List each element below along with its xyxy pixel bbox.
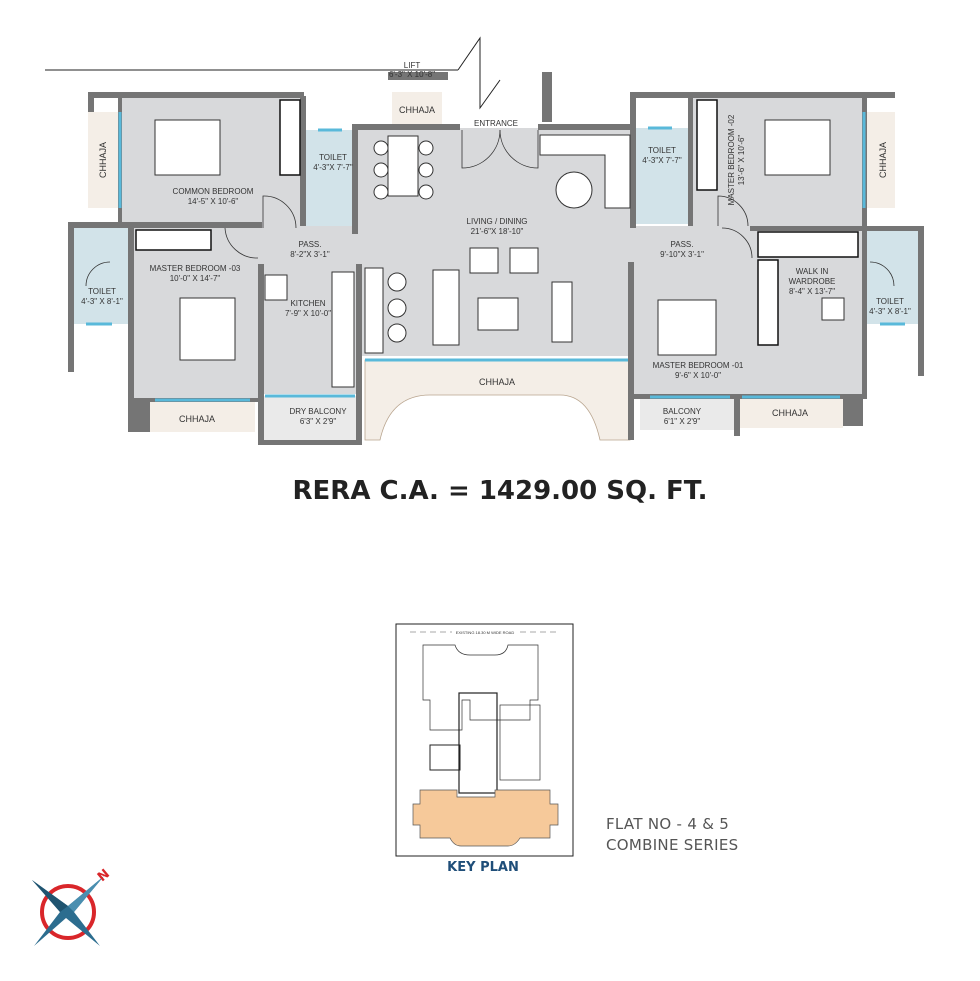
- lift-size: 6'-3" X 10'-8": [389, 70, 435, 79]
- entrance-label: ENTRANCE: [474, 119, 518, 128]
- counter: [539, 134, 631, 209]
- kitchen-label: KITCHEN: [290, 299, 325, 308]
- furniture: [135, 99, 859, 388]
- toilet-size: 4'-3"X 7'-7": [313, 163, 353, 172]
- round-table: [555, 171, 593, 209]
- walk-in-wardrobe-label: WALK IN: [796, 267, 829, 276]
- chhaja-left-label: CHHAJA: [98, 142, 108, 178]
- master-bedroom-03-label: MASTER BEDROOM -03: [150, 264, 241, 273]
- chhaja-label: CHHAJA: [399, 105, 435, 115]
- key-plan: EXISTING 18.30 M WIDE ROAD: [395, 623, 574, 857]
- flat-series: COMBINE SERIES: [606, 836, 739, 854]
- pass-right-size: 9'-10"X 3'-1": [660, 250, 704, 259]
- toilet-right-size: 4'-3" X 8'-1": [869, 307, 911, 316]
- toilet-right-top-size: 4'-3"X 7'-7": [642, 156, 682, 165]
- chhaja-lift: [392, 92, 442, 126]
- master-bedroom-02-size: 13'-6" X 10'-6": [737, 135, 746, 186]
- master-bedroom-02-label: MASTER BEDROOM -02: [727, 114, 736, 205]
- master-bedroom-01-size: 9'-6" X 10'-0": [675, 371, 721, 380]
- chhajas: CHHAJA CHHAJA CHHAJA CHHAJA CHHAJA: [88, 112, 895, 441]
- dry-balcony-label: DRY BALCONY: [289, 407, 347, 416]
- chhaja-bottom-left-label: CHHAJA: [179, 414, 215, 424]
- common-bedroom-label: COMMON BEDROOM: [173, 187, 254, 196]
- bed-common: [154, 119, 221, 176]
- pass-left-size: 8'-2"X 3'-1": [290, 250, 330, 259]
- common-bedroom-size: 14'-5" X 10'-6": [188, 197, 239, 206]
- walk-in-wardrobe-label-2: WARDROBE: [789, 277, 836, 286]
- wardrobe-master-02: [696, 99, 718, 191]
- flat-number: FLAT NO - 4 & 5: [606, 815, 730, 833]
- kitchen-size: 7'-9" X 10'-0": [285, 309, 331, 318]
- room-labels: COMMON BEDROOM 14'-5" X 10'-6" TOILET 4'…: [81, 114, 911, 426]
- toilet-left-label: TOILET: [88, 287, 116, 296]
- bed-master-03: [179, 297, 236, 361]
- chhaja-right-label: CHHAJA: [878, 142, 888, 178]
- wardrobe-walkin: [757, 231, 859, 258]
- key-plan-highlighted-flat: [412, 789, 559, 847]
- dry-balcony-size: 6'3" X 2'9": [300, 417, 336, 426]
- walk-in-wardrobe-size: 8'-4" X 13'-7": [789, 287, 835, 296]
- balcony-label: BALCONY: [663, 407, 702, 416]
- wardrobe-common: [279, 99, 301, 176]
- lift-label: LIFT: [404, 61, 421, 70]
- doors: [85, 129, 895, 287]
- coffee-table: [477, 297, 519, 331]
- sofa: [432, 269, 460, 346]
- windows: [86, 112, 905, 402]
- bed-master-02: [764, 119, 831, 176]
- key-plan-road-label: EXISTING 18.30 M WIDE ROAD: [456, 630, 515, 635]
- wardrobe-master-03: [135, 229, 212, 251]
- toilet-right-label: TOILET: [876, 297, 904, 306]
- toilet-left-size: 4'-3" X 8'-1": [81, 297, 123, 306]
- chhaja-center-label: CHHAJA: [479, 377, 515, 387]
- balcony-size: 6'1" X 2'9": [664, 417, 700, 426]
- living-dining-label: LIVING / DINING: [467, 217, 528, 226]
- bed-master-01: [657, 299, 717, 356]
- key-plan-label: KEY PLAN: [447, 860, 519, 875]
- toilet-right-top-label: TOILET: [648, 146, 676, 155]
- lift-core: LIFT 6'-3" X 10'-8" CHHAJA: [45, 36, 552, 126]
- living-dining-size: 21'-6"X 18'-10": [471, 227, 524, 236]
- compass-rose-icon: N: [32, 867, 113, 946]
- chhaja-bottom-right-label: CHHAJA: [772, 408, 808, 418]
- pass-right-label: PASS.: [671, 240, 694, 249]
- pass-left-label: PASS.: [299, 240, 322, 249]
- toilet-label: TOILET: [319, 153, 347, 162]
- master-bedroom-01-label: MASTER BEDROOM -01: [653, 361, 744, 370]
- rera-carpet-area: RERA C.A. = 1429.00 SQ. FT.: [292, 476, 708, 506]
- master-bedroom-03-size: 10'-0" X 14'-7": [170, 274, 221, 283]
- dining-table: [387, 135, 419, 197]
